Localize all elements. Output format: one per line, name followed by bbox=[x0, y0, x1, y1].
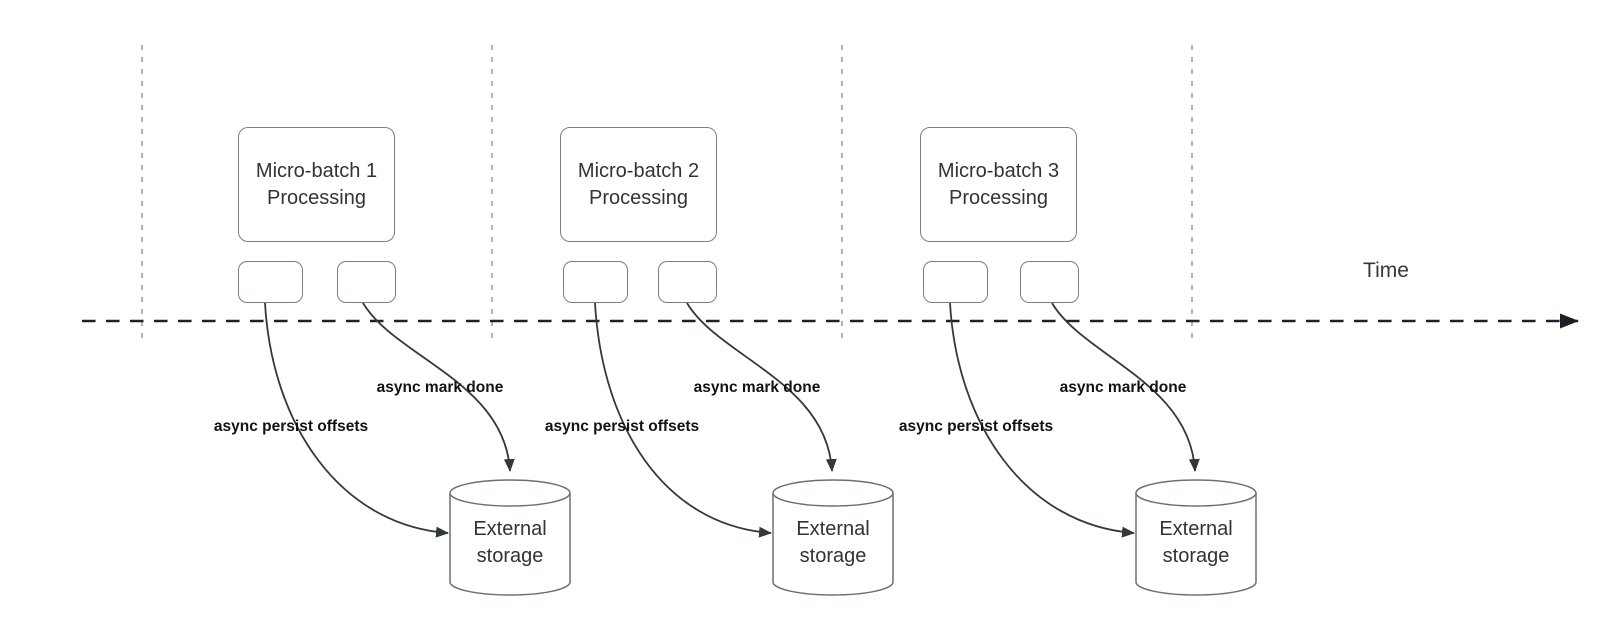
microbatch-2-task-box-right bbox=[658, 261, 717, 303]
external-storage-label-1: External storage bbox=[473, 518, 547, 567]
microbatch-2-processing-box: Micro-batch 2 Processing bbox=[560, 127, 717, 242]
mark-done-label-2: async mark done bbox=[693, 379, 821, 396]
microbatch-3-processing-box: Micro-batch 3 Processing bbox=[920, 127, 1077, 242]
persist-offsets-label-1: async persist offsets bbox=[213, 418, 369, 435]
microbatch-3-task-box-right bbox=[1020, 261, 1079, 303]
storage-cylinder-3 bbox=[1135, 479, 1257, 596]
storage-cylinder-2 bbox=[772, 479, 894, 596]
storage-cylinder-1 bbox=[449, 479, 571, 596]
mark-done-arrow-3 bbox=[1051, 302, 1200, 472]
persist-offsets-label-3: async persist offsets bbox=[898, 418, 1054, 435]
persist-offsets-arrow-1 bbox=[264, 302, 449, 538]
mark-done-arrow-1 bbox=[362, 302, 515, 472]
mark-done-label-1: async mark done bbox=[376, 379, 504, 396]
microbatch-1-task-box-right bbox=[337, 261, 396, 303]
microbatch-1-processing-label: Micro-batch 1 Processing bbox=[255, 159, 378, 209]
microbatch-3-processing-label: Micro-batch 3 Processing bbox=[937, 159, 1060, 209]
microbatch-3-task-box-left bbox=[923, 261, 988, 303]
mark-done-label-3: async mark done bbox=[1059, 379, 1187, 396]
mark-done-arrow-2 bbox=[686, 302, 837, 472]
microbatch-2-task-box-left bbox=[563, 261, 628, 303]
microbatch-1-processing-box: Micro-batch 1 Processing bbox=[238, 127, 395, 242]
persist-offsets-arrow-3 bbox=[949, 302, 1135, 538]
external-storage-label-3: External storage bbox=[1159, 518, 1233, 567]
microbatch-1-task-box-left bbox=[238, 261, 303, 303]
time-axis-label: Time bbox=[1363, 259, 1409, 282]
persist-offsets-label-2: async persist offsets bbox=[544, 418, 700, 435]
persist-offsets-arrow-2 bbox=[594, 302, 772, 538]
external-storage-label-2: External storage bbox=[796, 518, 870, 567]
microbatch-2-processing-label: Micro-batch 2 Processing bbox=[577, 159, 700, 209]
